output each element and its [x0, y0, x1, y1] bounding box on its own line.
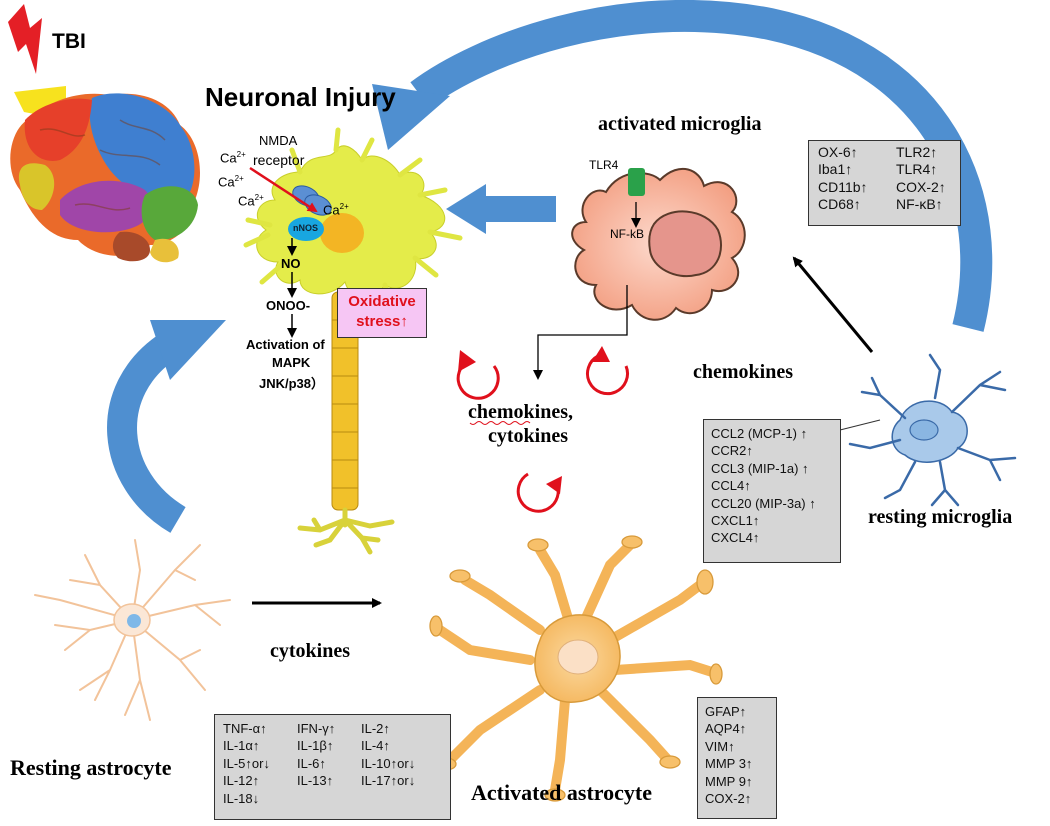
cytokine-item: IFN-γ↑ — [297, 721, 336, 736]
activation-label-3: JNK/p38） — [259, 376, 325, 391]
marker-item: CD68↑ — [818, 196, 861, 213]
marker-item: COX-2↑ — [896, 178, 946, 195]
marker-item: Iba1↑ — [818, 161, 853, 178]
oxidative-label-2: stress↑ — [356, 313, 408, 330]
astrocyte-marker-item: COX-2↑ — [705, 791, 752, 807]
chemokine-item: CCL20 (MIP-3a) ↑ — [711, 495, 816, 511]
cytokine-list-box: TNF-α↑ IFN-γ↑ IL-2↑ IL-1α↑ IL-1β↑ IL-4↑ … — [214, 714, 451, 820]
chemokine-item: CXCL1↑ — [711, 513, 760, 529]
brain-icon — [10, 86, 200, 263]
activated-microglia-label: activated microglia — [598, 113, 762, 135]
chemokine-item: CCL4↑ — [711, 478, 751, 494]
calcium-label-1: Ca2+ — [220, 150, 246, 166]
activation-label-2: MAPK — [272, 355, 311, 370]
calcium-label-2: Ca2+ — [218, 174, 244, 190]
chemokine-list-box: CCL2 (MCP-1) ↑ CCR2↑ CCL3 (MIP-1a) ↑ CCL… — [703, 419, 841, 563]
astrocyte-to-neuron-arrow — [107, 320, 226, 533]
chemokine-item: CCL3 (MIP-1a) ↑ — [711, 460, 809, 476]
marker-item: OX-6↑ — [818, 144, 858, 160]
tbi-label: TBI — [52, 30, 86, 53]
chemokines-cytokines-label-1: chemokines, — [468, 401, 573, 423]
activated-astrocyte-label: Activated astrocyte — [471, 780, 653, 805]
resting-microglia — [848, 353, 1017, 507]
calcium-influx-arrow — [249, 166, 318, 213]
oxidative-label-1: Oxidative — [348, 293, 416, 310]
chemokine-activation-arrow — [792, 256, 874, 353]
cytokine-item: IL-6↑ — [297, 755, 326, 771]
spellcheck-underline — [469, 421, 531, 425]
marker-item: TLR2↑ — [896, 144, 938, 160]
astrocyte-marker-item: VIM↑ — [705, 738, 735, 754]
neuron — [243, 127, 463, 555]
lightning-icon — [8, 4, 42, 74]
cytokine-item: IL-4↑ — [361, 738, 390, 754]
chemokines-cytokines-label-2: cytokines — [488, 425, 568, 447]
cytokines-label: cytokines — [270, 640, 350, 662]
cycle-arrows — [456, 346, 629, 513]
astrocyte-marker-item: MMP 3↑ — [705, 756, 753, 772]
cytokine-item: IL-17↑or↓ — [361, 773, 416, 789]
activated-astrocyte — [429, 535, 723, 802]
onoo-label: ONOO- — [266, 298, 311, 313]
chemokine-item: CXCL4↑ — [711, 530, 760, 546]
tlr4-label: TLR4 — [589, 158, 619, 172]
resting-astrocyte-label: Resting astrocyte — [10, 755, 172, 780]
neuronal-injury-title: Neuronal Injury — [205, 82, 396, 112]
cytokine-item: IL-1β↑ — [297, 738, 334, 754]
cytokine-item: IL-13↑ — [297, 773, 334, 789]
oxidative-stress-box: Oxidative stress↑ — [337, 288, 427, 338]
calcium-inside-label: Ca2+ — [323, 202, 349, 218]
calcium-label-3: Ca2+ — [238, 193, 264, 209]
connector-line — [839, 419, 881, 431]
marker-item: NF-κB↑ — [896, 196, 943, 213]
nnos-label: nNOS — [293, 223, 319, 233]
chemokine-item: CCR2↑ — [711, 443, 753, 459]
nmda-label-1: NMDA — [259, 133, 298, 148]
feedback-arrow-large — [372, 0, 993, 332]
cytokine-item: IL-18↓ — [223, 790, 260, 806]
no-label: NO — [281, 256, 301, 271]
cytokine-item: IL-5↑or↓ — [223, 755, 270, 771]
chemokine-item: CCL2 (MCP-1) ↑ — [711, 426, 808, 441]
cytokine-item: IL-12↑ — [223, 773, 260, 789]
resting-microglia-label: resting microglia — [868, 506, 1013, 528]
marker-item: TLR4↑ — [896, 161, 938, 178]
activation-label-1: Activation of — [246, 337, 325, 352]
astrocyte-marker-item: MMP 9↑ — [705, 773, 753, 789]
activated-microglia — [571, 168, 746, 321]
cytokine-item: TNF-α↑ — [223, 721, 267, 736]
cytokine-item: IL-10↑or↓ — [361, 755, 416, 771]
chemokines-label: chemokines — [693, 361, 793, 383]
microglia-to-neuron-arrow — [446, 184, 556, 234]
microglia-markers-box: OX-6↑ TLR2↑ Iba1↑ TLR4↑ CD11b↑ COX-2↑ CD… — [808, 140, 961, 226]
cytokine-item: IL-2↑ — [361, 721, 390, 736]
resting-astrocyte — [34, 539, 231, 721]
nmda-label-2: receptor — [253, 152, 305, 168]
astrocyte-marker-item: AQP4↑ — [705, 721, 747, 737]
microglia-output-arrow — [533, 285, 628, 380]
astrocyte-marker-item: GFAP↑ — [705, 704, 747, 719]
cytokine-item: IL-1α↑ — [223, 738, 260, 754]
nfkb-label: NF-kB — [610, 227, 644, 241]
marker-item: CD11b↑ — [818, 178, 868, 195]
astrocyte-markers-box: GFAP↑ AQP4↑ VIM↑ MMP 3↑ MMP 9↑ COX-2↑ — [697, 697, 777, 819]
